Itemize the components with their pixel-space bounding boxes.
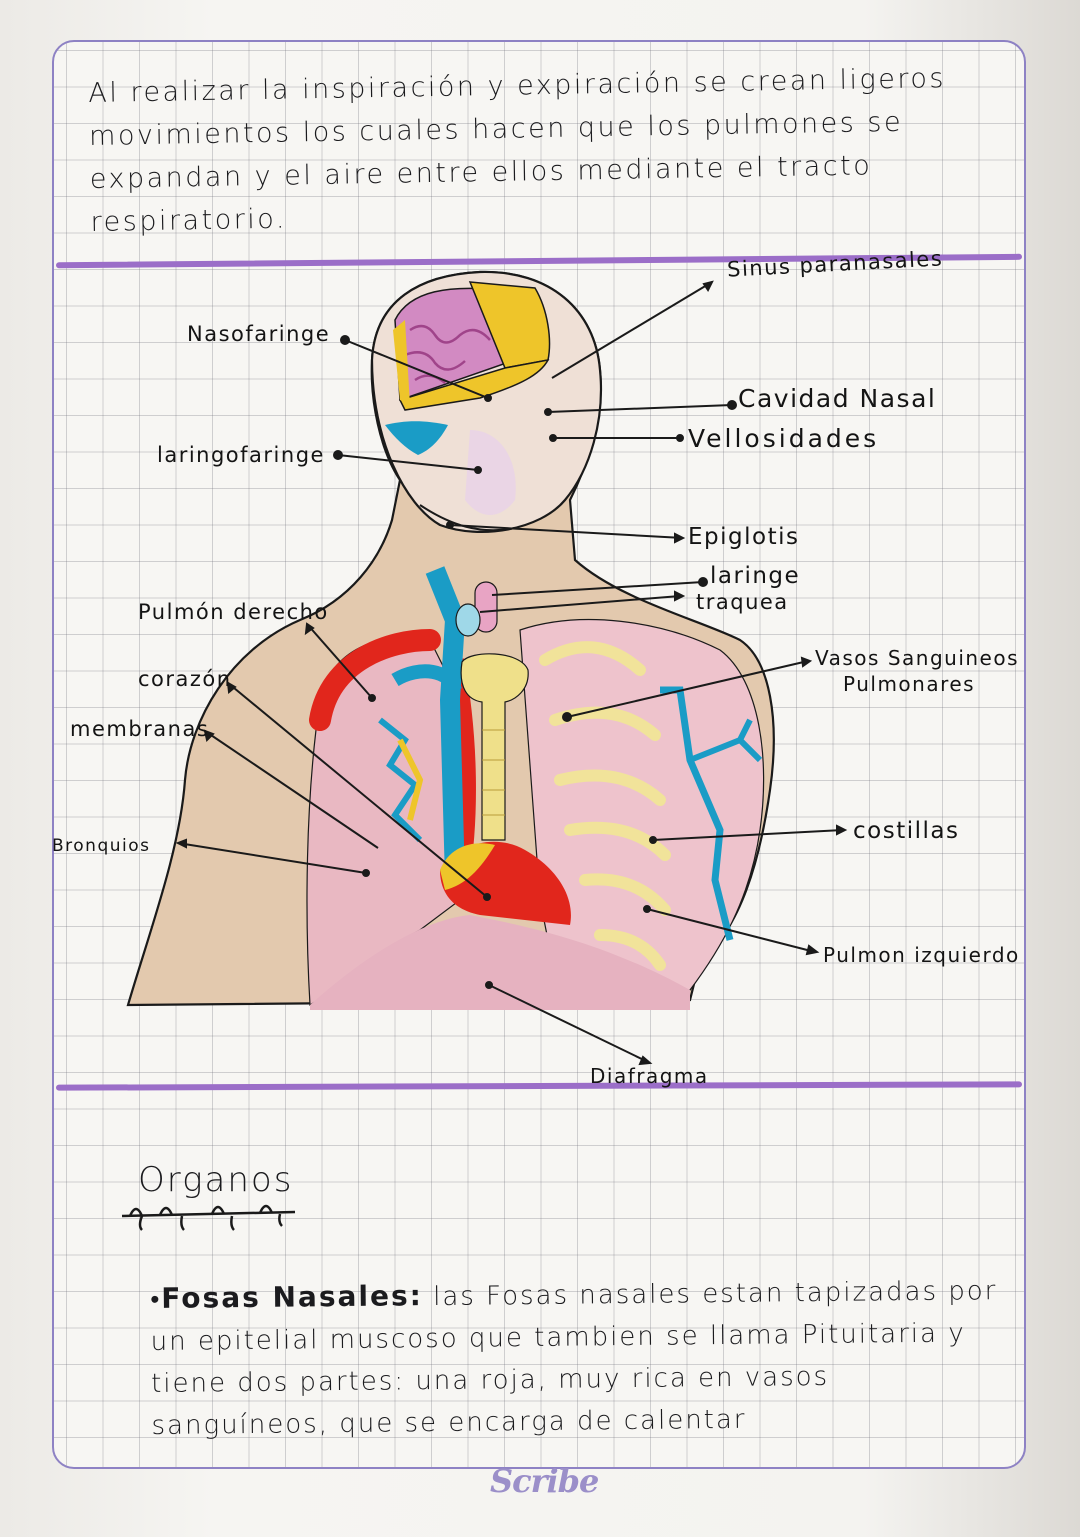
diaphragm <box>310 915 690 1010</box>
label-costillas: costillas <box>853 818 960 844</box>
label-pulmon-izquierdo: Pulmon izquierdo <box>823 943 1020 967</box>
bullet-dot: • <box>150 1284 162 1315</box>
label-traquea: traquea <box>696 590 789 614</box>
trachea <box>460 653 529 841</box>
label-vasos-pulmonares: Pulmonares <box>843 672 976 696</box>
label-vasos-sanguineos: Vasos Sanguineos <box>815 646 1020 670</box>
label-laringe: laringe <box>710 563 801 589</box>
vena-cava <box>425 566 466 881</box>
label-corazon: corazón <box>138 667 232 691</box>
section-title-organos: Organos <box>138 1160 294 1200</box>
title-underline-ornament <box>121 1204 296 1231</box>
organ-fosas-nasales-paragraph: •Fosas Nasales: las Fosas nasales estan … <box>150 1269 1012 1447</box>
ribs <box>539 641 671 971</box>
label-diafragma: Diafragma <box>590 1064 709 1088</box>
label-cavidad-nasal: Cavidad Nasal <box>738 384 937 413</box>
organ-term: Fosas Nasales: <box>161 1279 424 1315</box>
label-pulmon-derecho: Pulmón derecho <box>138 600 329 624</box>
notebook-brand-logo: Scribe <box>490 1462 599 1500</box>
pulmonary-vessels-left <box>660 686 734 941</box>
label-bronquios: Bronquios <box>52 836 151 856</box>
label-nasofaringe: Nasofaringe <box>187 322 331 346</box>
label-membranas: membranas <box>70 717 210 741</box>
label-vellosidades: Vellosidades <box>688 424 880 453</box>
oral-cavity <box>385 421 448 455</box>
label-laringofaringe: laringofaringe <box>157 443 325 467</box>
aorta <box>309 629 441 731</box>
label-epiglotis: Epiglotis <box>688 524 800 550</box>
